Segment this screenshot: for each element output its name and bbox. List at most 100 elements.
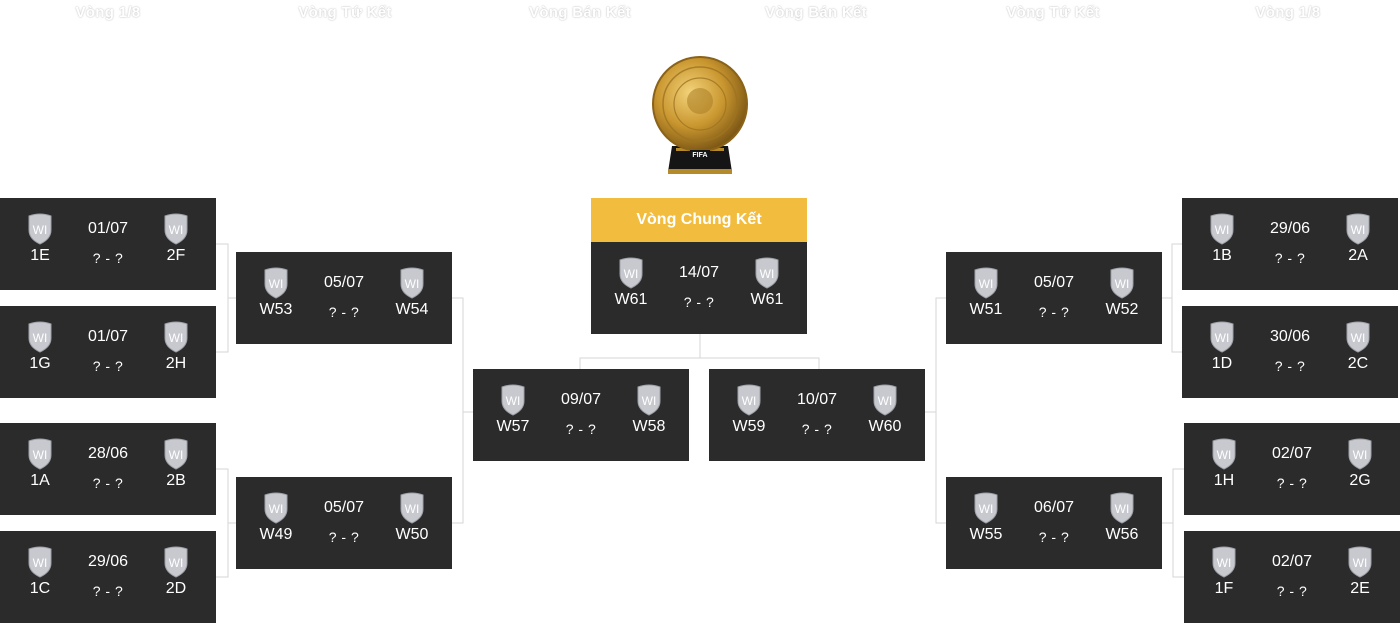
match-card-m6[interactable]: WI W49 05/07 ? - ? WI W50 [236, 477, 452, 569]
team-code: 2H [165, 355, 187, 372]
match-score: ? - ? [92, 475, 124, 491]
team-code: 1E [30, 247, 50, 264]
match-date: 06/07 [1033, 499, 1075, 516]
shield-icon: WI [1110, 267, 1134, 299]
trophy-icon: FIFA [652, 56, 748, 174]
shield-label: WI [269, 502, 284, 516]
team-code: W51 [969, 301, 1003, 318]
shield-label: WI [1115, 502, 1130, 516]
match-score: ? - ? [328, 304, 360, 320]
match-card-m9[interactable]: WI W51 05/07 ? - ? WI W52 [946, 252, 1162, 344]
team-code: 1B [1212, 247, 1232, 264]
round-title-r16-right: Vòng 1/8 [1255, 4, 1321, 21]
shield-icon: WI [1210, 213, 1234, 245]
shield-icon: WI [1210, 321, 1234, 353]
round-title-sf-right: Vòng Bán Kết [765, 4, 867, 21]
match-date: 10/07 [796, 391, 838, 408]
team-code: 1C [29, 580, 51, 597]
team-code: W50 [395, 526, 429, 543]
match-card-m7[interactable]: WI W57 09/07 ? - ? WI W58 [473, 369, 689, 461]
match-card-m8[interactable]: WI W59 10/07 ? - ? WI W60 [709, 369, 925, 461]
shield-label: WI [405, 502, 420, 516]
round-title-sf-left: Vòng Bán Kết [529, 4, 631, 21]
team-home: WI W55 [961, 492, 1011, 544]
shield-icon: WI [1110, 492, 1134, 524]
team-code: W56 [1105, 526, 1139, 543]
shield-label: WI [169, 556, 184, 570]
shield-icon: WI [1346, 321, 1370, 353]
team-home: WI 1C [15, 546, 65, 598]
shield-label: WI [33, 556, 48, 570]
shield-label: WI [624, 267, 639, 281]
team-code: W59 [732, 418, 766, 435]
match-score: ? - ? [92, 583, 124, 599]
match-card-final[interactable]: WI W61 14/07 ? - ? WI W61 [591, 242, 807, 334]
shield-icon: WI [164, 438, 188, 470]
match-card-m5[interactable]: WI W53 05/07 ? - ? WI W54 [236, 252, 452, 344]
match-card-m10[interactable]: WI W55 06/07 ? - ? WI W56 [946, 477, 1162, 569]
team-away: WI 2C [1333, 321, 1383, 373]
team-home: WI 1F [1199, 546, 1249, 598]
team-home: WI 1G [15, 321, 65, 373]
team-code: W55 [969, 526, 1003, 543]
shield-label: WI [1353, 556, 1368, 570]
shield-label: WI [169, 223, 184, 237]
trophy-label: FIFA [692, 152, 707, 159]
team-code: 1G [29, 355, 51, 372]
match-card-m1[interactable]: WI 1E 01/07 ? - ? WI 2F [0, 198, 216, 290]
match-score: ? - ? [1276, 475, 1308, 491]
shield-label: WI [1115, 277, 1130, 291]
shield-icon: WI [755, 257, 779, 289]
team-away: WI W50 [387, 492, 437, 544]
team-home: WI W57 [488, 384, 538, 436]
team-code: 2E [1350, 580, 1370, 597]
team-code: W52 [1105, 301, 1139, 318]
shield-label: WI [760, 267, 775, 281]
team-away: WI 2A [1333, 213, 1383, 265]
match-card-m4[interactable]: WI 1C 29/06 ? - ? WI 2D [0, 531, 216, 623]
match-date: 02/07 [1271, 445, 1313, 462]
shield-icon: WI [737, 384, 761, 416]
shield-label: WI [979, 277, 994, 291]
shield-icon: WI [164, 321, 188, 353]
shield-icon: WI [1212, 438, 1236, 470]
team-code: 1D [1211, 355, 1233, 372]
shield-label: WI [33, 223, 48, 237]
match-card-m13[interactable]: WI 1H 02/07 ? - ? WI 2G [1184, 423, 1400, 515]
shield-icon: WI [400, 267, 424, 299]
match-date: 29/06 [87, 553, 129, 570]
shield-icon: WI [264, 267, 288, 299]
team-away: WI W61 [742, 257, 792, 309]
match-score: ? - ? [801, 421, 833, 437]
team-away: WI W54 [387, 267, 437, 319]
match-card-m3[interactable]: WI 1A 28/06 ? - ? WI 2B [0, 423, 216, 515]
team-code: 2C [1347, 355, 1369, 372]
team-code: W61 [614, 291, 648, 308]
match-card-m12[interactable]: WI 1D 30/06 ? - ? WI 2C [1182, 306, 1398, 398]
shield-icon: WI [974, 267, 998, 299]
team-code: W60 [868, 418, 902, 435]
match-card-m14[interactable]: WI 1F 02/07 ? - ? WI 2E [1184, 531, 1400, 623]
shield-label: WI [979, 502, 994, 516]
team-away: WI W60 [860, 384, 910, 436]
match-score: ? - ? [1274, 250, 1306, 266]
match-date: 01/07 [87, 328, 129, 345]
shield-icon: WI [1346, 213, 1370, 245]
team-home: WI W53 [251, 267, 301, 319]
team-code: 1A [30, 472, 50, 489]
shield-label: WI [1215, 223, 1230, 237]
shield-icon: WI [28, 438, 52, 470]
team-home: WI 1A [15, 438, 65, 490]
team-home: WI 1E [15, 213, 65, 265]
shield-label: WI [742, 394, 757, 408]
shield-icon: WI [873, 384, 897, 416]
team-code: W61 [750, 291, 784, 308]
match-card-m11[interactable]: WI 1B 29/06 ? - ? WI 2A [1182, 198, 1398, 290]
shield-icon: WI [164, 213, 188, 245]
team-code: 2G [1349, 472, 1371, 489]
shield-label: WI [33, 331, 48, 345]
team-code: 1H [1213, 472, 1235, 489]
match-card-m2[interactable]: WI 1G 01/07 ? - ? WI 2H [0, 306, 216, 398]
shield-label: WI [878, 394, 893, 408]
team-code: W58 [632, 418, 666, 435]
